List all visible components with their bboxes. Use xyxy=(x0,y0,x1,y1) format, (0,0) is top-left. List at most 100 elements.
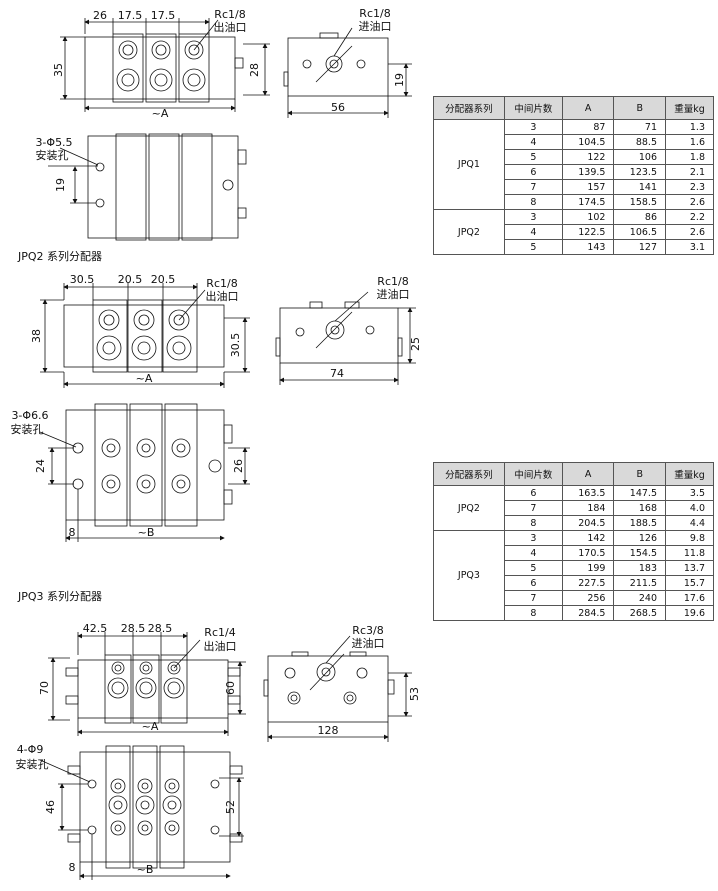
jpq2-mount-label: 安装孔 xyxy=(11,422,44,436)
table-cell: 71 xyxy=(613,119,666,135)
jpq2-inlet-label: 进油口 xyxy=(377,287,410,301)
table-cell: 141 xyxy=(613,179,666,195)
jpq3-dim-60: 60 xyxy=(224,681,237,695)
jpq3-mount-spec: 4-Φ9 xyxy=(17,743,44,756)
table-cell: 2.3 xyxy=(665,179,714,195)
jpq1-inlet-spec: Rc1/8 xyxy=(359,7,390,20)
table-cell: 6 xyxy=(503,575,563,591)
table-cell: 11.8 xyxy=(665,545,714,561)
table-cell: 15.7 xyxy=(665,575,714,591)
table-cell: 8 xyxy=(503,515,563,531)
jpq3-top-view xyxy=(39,745,244,880)
jpq2-dim-8: 8 xyxy=(69,526,76,539)
table-cell: 106 xyxy=(613,149,666,165)
table-cell: 168 xyxy=(613,500,666,516)
jpq1-dim-17-5a: 17.5 xyxy=(118,9,143,22)
jpq3-section-title: JPQ3 系列分配器 xyxy=(18,590,103,603)
jpq1-top-view xyxy=(48,133,247,241)
table-cell: 284.5 xyxy=(561,605,615,621)
table-header: 中间片数 xyxy=(503,96,563,120)
jpq3-dim-70: 70 xyxy=(38,681,51,695)
jpq2-dim-20-5a: 20.5 xyxy=(118,273,143,286)
jpq3-dim-128: 128 xyxy=(318,724,339,737)
table-cell: 3.1 xyxy=(665,239,714,255)
table-cell: 3 xyxy=(503,209,563,225)
table-cell: 7 xyxy=(503,500,563,516)
table-cell: 5 xyxy=(503,560,563,576)
jpq1-mount-label: 安装孔 xyxy=(36,148,69,162)
jpq2-dim-20-5b: 20.5 xyxy=(151,273,176,286)
jpq1-dim-28: 28 xyxy=(248,63,261,77)
table-cell: 123.5 xyxy=(613,164,666,180)
jpq2-dim-30-5-right: 30.5 xyxy=(229,333,242,358)
jpq2-dim-a: ~A xyxy=(136,372,153,385)
jpq1-dim-26: 26 xyxy=(93,9,107,22)
series-cell: JPQ1 xyxy=(433,119,505,210)
jpq3-mount-label: 安装孔 xyxy=(16,757,49,771)
table-cell: 2.1 xyxy=(665,164,714,180)
table-cell: 86 xyxy=(613,209,666,225)
table-cell: 3.5 xyxy=(665,485,714,501)
table-cell: 19.6 xyxy=(665,605,714,621)
table-header: A xyxy=(561,462,615,486)
table-cell: 147.5 xyxy=(613,485,666,501)
table-header: 分配器系列 xyxy=(433,96,505,120)
jpq2-section-title: JPQ2 系列分配器 xyxy=(18,250,103,263)
table-cell: 211.5 xyxy=(613,575,666,591)
jpq3-dim-28-5b: 28.5 xyxy=(148,622,173,635)
table-cell: 188.5 xyxy=(613,515,666,531)
jpq1-dim-35: 35 xyxy=(52,63,65,77)
table-cell: 2.6 xyxy=(665,224,714,240)
table-cell: 184 xyxy=(561,500,615,516)
jpq3-dim-42-5: 42.5 xyxy=(83,622,108,635)
series-cell: JPQ3 xyxy=(433,530,505,621)
jpq1-mount-spec: 3-Φ5.5 xyxy=(35,136,72,149)
table-cell: 102 xyxy=(561,209,615,225)
table-cell: 2.6 xyxy=(665,194,714,210)
jpq3-side-view xyxy=(263,635,412,742)
table-header: B xyxy=(613,96,666,120)
jpq3-dim-46: 46 xyxy=(44,800,57,814)
table-cell: 3 xyxy=(503,530,563,546)
table-cell: 174.5 xyxy=(561,194,615,210)
jpq3-inlet-spec: Rc3/8 xyxy=(352,624,383,637)
table-cell: 17.6 xyxy=(665,590,714,606)
jpq1-dim-17-5b: 17.5 xyxy=(151,9,176,22)
table-cell: 5 xyxy=(503,149,563,165)
jpq1-side-view xyxy=(283,27,412,118)
jpq2-dim-26: 26 xyxy=(232,459,245,473)
jpq2-dim-24: 24 xyxy=(34,459,47,473)
jpq2-dim-38: 38 xyxy=(30,329,43,343)
jpq3-inlet-label: 进油口 xyxy=(352,636,385,650)
jpq3-dim-8: 8 xyxy=(69,861,76,874)
jpq2-top-view xyxy=(39,403,250,542)
jpq3-dim-52: 52 xyxy=(224,800,237,814)
table-cell: 3 xyxy=(503,119,563,135)
table-cell: 6 xyxy=(503,485,563,501)
jpq2-front-view xyxy=(40,283,250,388)
jpq3-dim-53: 53 xyxy=(408,687,421,701)
table-cell: 126 xyxy=(613,530,666,546)
jpq1-dim-19-top: 19 xyxy=(54,178,67,192)
table-cell: 268.5 xyxy=(613,605,666,621)
table-cell: 139.5 xyxy=(561,164,615,180)
table-cell: 127 xyxy=(613,239,666,255)
table-cell: 1.3 xyxy=(665,119,714,135)
table-cell: 4 xyxy=(503,134,563,150)
series-cell: JPQ2 xyxy=(433,209,505,255)
table-cell: 106.5 xyxy=(613,224,666,240)
table-cell: 5 xyxy=(503,239,563,255)
table-cell: 8 xyxy=(503,605,563,621)
jpq2-inlet-spec: Rc1/8 xyxy=(377,275,408,288)
table-cell: 8 xyxy=(503,194,563,210)
table-cell: 1.6 xyxy=(665,134,714,150)
table-header: 重量kg xyxy=(665,96,714,120)
jpq2-dim-74: 74 xyxy=(330,367,344,380)
